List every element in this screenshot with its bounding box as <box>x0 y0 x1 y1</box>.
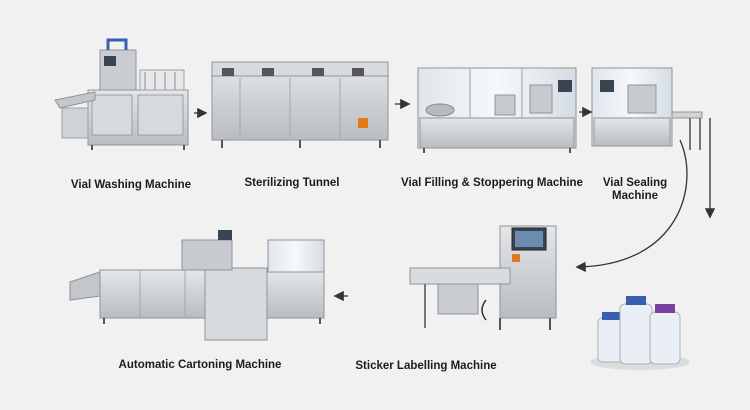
label-vial-washing: Vial Washing Machine <box>70 179 192 191</box>
flow-arrows <box>194 98 716 302</box>
automatic-cartoning-machine-illustration <box>69 230 325 341</box>
sterilizing-tunnel-illustration <box>211 61 389 148</box>
label-vial-sealing: Vial Sealing Machine <box>602 177 668 202</box>
vial-sealing-machine-illustration <box>591 67 703 150</box>
arrow-sealing-to-labelling <box>575 139 688 273</box>
label-sterilizing-tunnel: Sterilizing Tunnel <box>244 177 340 189</box>
label-automatic-cartoning: Automatic Cartoning Machine <box>118 359 282 371</box>
vial-filling-machine-illustration <box>417 67 577 153</box>
label-vial-filling: Vial Filling & Stoppering Machine <box>401 177 583 189</box>
label-sticker-labelling: Sticker Labelling Machine <box>355 360 497 372</box>
vial-washing-machine-illustration <box>54 38 189 150</box>
sticker-labelling-machine-illustration <box>409 225 557 330</box>
vials-illustration <box>590 296 690 370</box>
